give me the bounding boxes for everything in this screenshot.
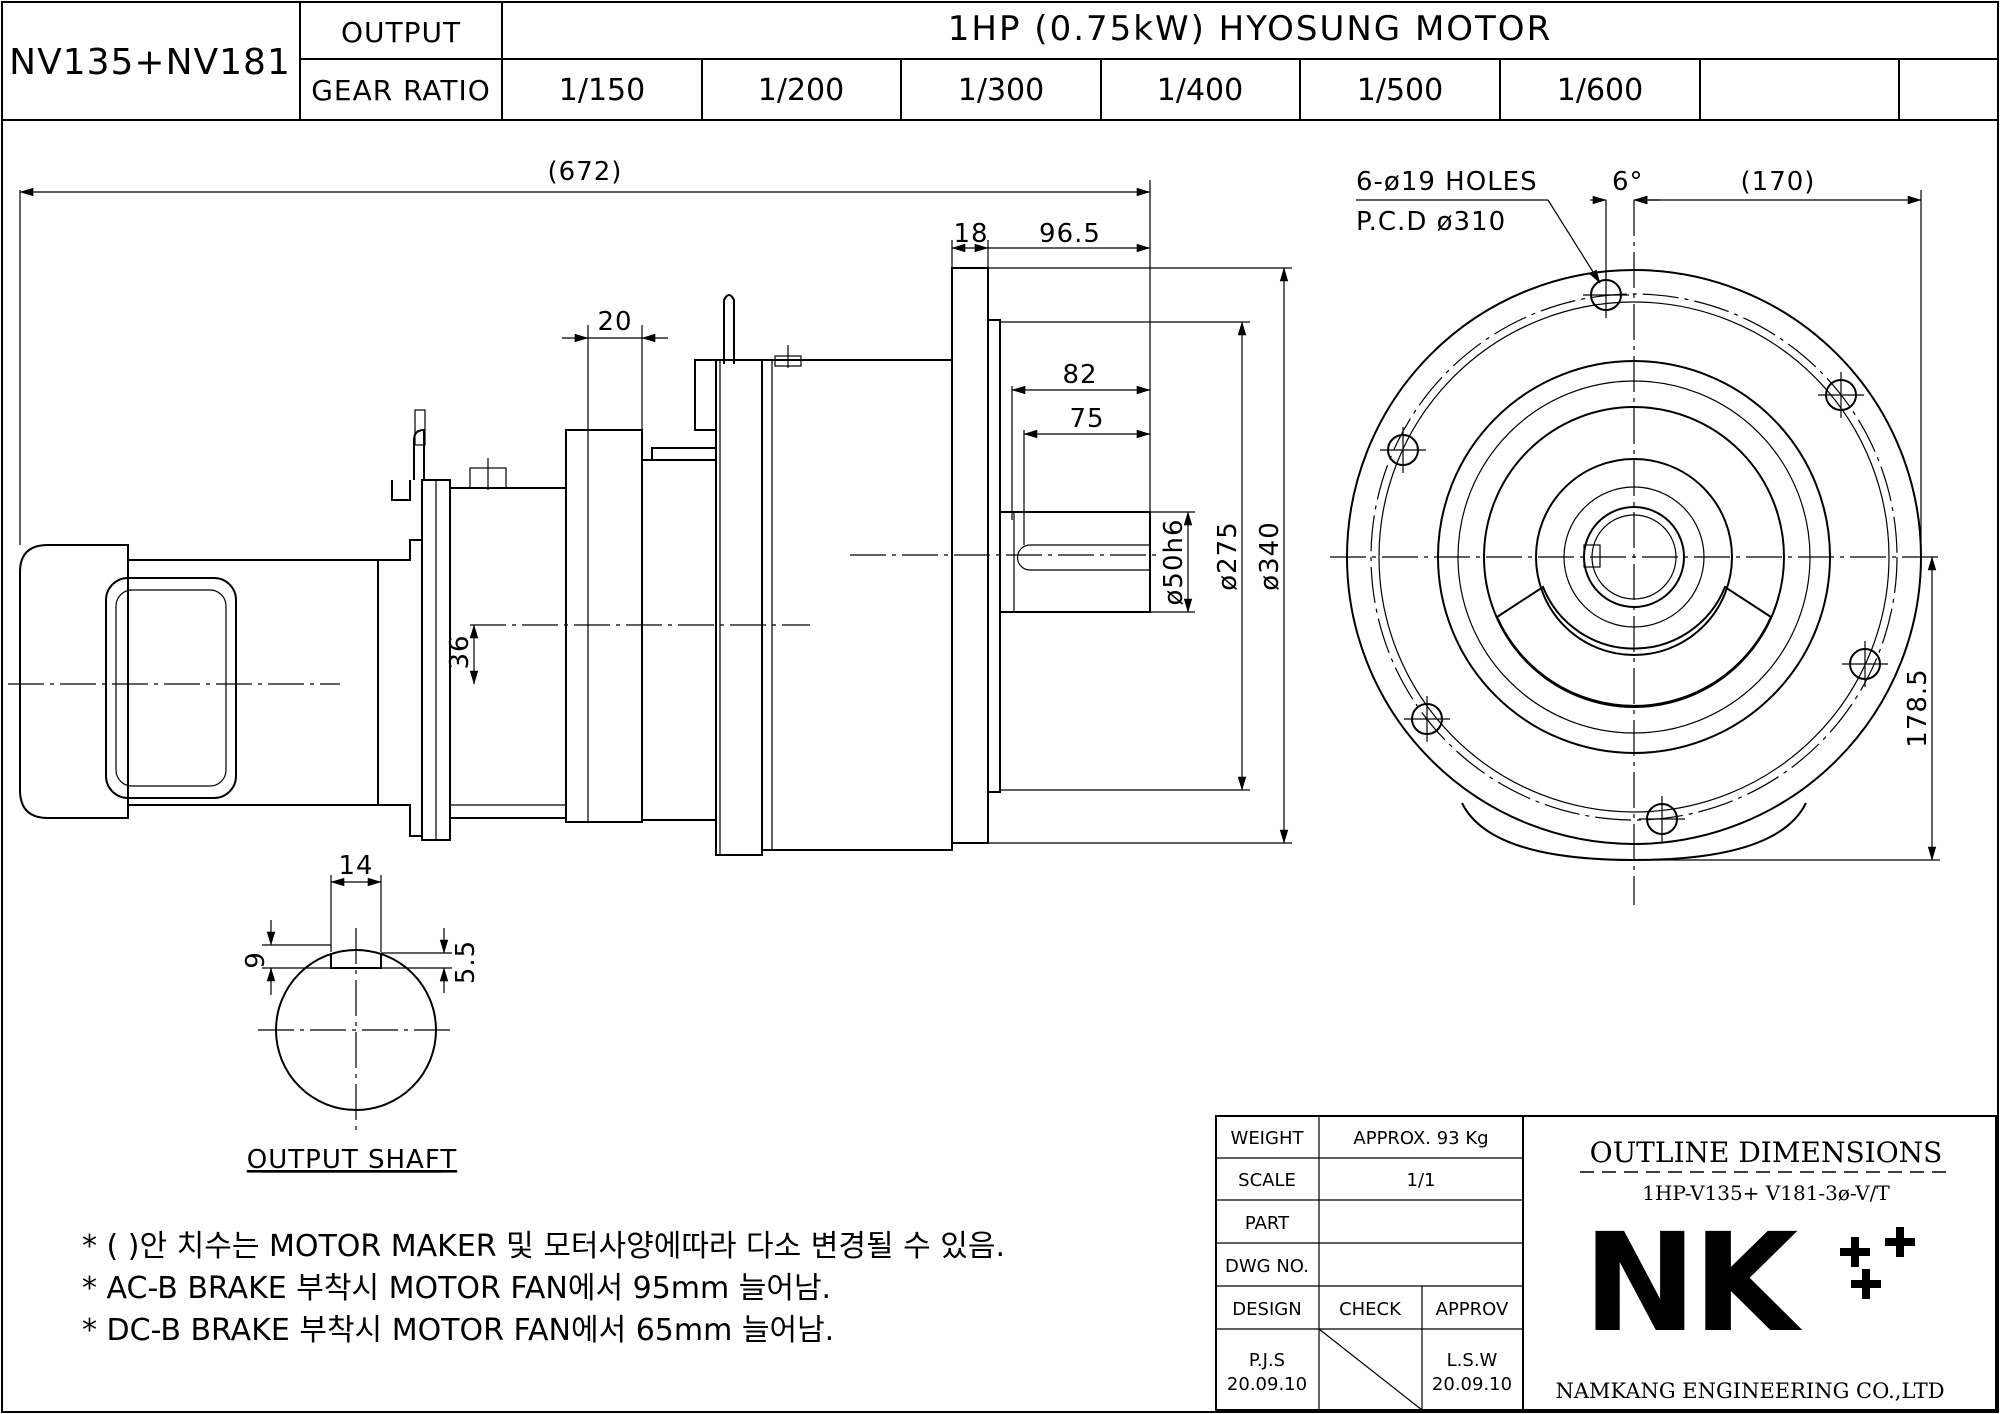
dimension-flange-diameter: ø340 xyxy=(988,267,1292,844)
svg-text:75: 75 xyxy=(1069,404,1104,434)
svg-text:ø50h6: ø50h6 xyxy=(1159,518,1189,605)
dimension-angle: 6° xyxy=(1590,167,1660,205)
gear-ratio-cell: 1/400 xyxy=(1157,73,1243,108)
svg-text:6°: 6° xyxy=(1612,167,1644,197)
dimension-key-82: 82 xyxy=(1011,360,1151,520)
design-label: DESIGN xyxy=(1232,1299,1301,1320)
dimension-key-75: 75 xyxy=(1023,404,1151,545)
dimension-key-width: 14 xyxy=(330,851,382,952)
svg-text:5.5: 5.5 xyxy=(451,940,481,984)
dimension-shaft-diameter: ø50h6 xyxy=(1150,511,1195,613)
svg-text:82: 82 xyxy=(1062,360,1097,390)
output-value: 1HP (0.75kW) HYOSUNG MOTOR xyxy=(948,9,1552,49)
shaft-detail-caption: OUTPUT SHAFT xyxy=(247,1145,457,1175)
motor-body xyxy=(128,559,379,806)
weight-value: APPROX. 93 Kg xyxy=(1353,1128,1488,1149)
gear-ratio-label: GEAR RATIO xyxy=(311,74,491,107)
spigot xyxy=(987,319,1001,793)
key-end xyxy=(1583,544,1601,568)
svg-text:P.C.D ø310: P.C.D ø310 xyxy=(1356,207,1506,237)
motor-fan-cover xyxy=(19,544,129,819)
dimension-flange-thickness: 18 xyxy=(951,219,989,268)
weight-label: WEIGHT xyxy=(1231,1128,1305,1149)
company-logo: NK xyxy=(1583,1205,1803,1363)
dimension-key-depth: 5.5 xyxy=(381,928,481,993)
dimension-spigot-diameter: ø275 xyxy=(1000,321,1250,791)
svg-text:(672): (672) xyxy=(548,157,623,187)
dimension-shaft-length: 96.5 xyxy=(988,219,1151,253)
logo-plus-marks xyxy=(1840,1227,1915,1299)
note-line: * ( )안 치수는 MOTOR MAKER 및 모터사양에따라 다소 변경될 … xyxy=(82,1229,1005,1264)
svg-text:178.5: 178.5 xyxy=(1903,668,1933,747)
note-line: * DC-B BRAKE 부착시 MOTOR FAN에서 65mm 늘어남. xyxy=(82,1313,834,1348)
part-label: PART xyxy=(1245,1213,1290,1234)
terminal-box xyxy=(105,577,237,799)
output-label: OUTPUT xyxy=(341,16,461,49)
approv-label: APPROV xyxy=(1436,1299,1509,1320)
intermediate-ring xyxy=(565,429,643,823)
approv-name: L.S.W xyxy=(1447,1350,1498,1371)
notes: * ( )안 치수는 MOTOR MAKER 및 모터사양에따라 다소 변경될 … xyxy=(82,1229,1005,1348)
dimension-ring-width: 20 xyxy=(562,307,668,430)
svg-text:(170): (170) xyxy=(1741,167,1816,197)
model-number: NV135+NV181 xyxy=(9,42,291,83)
dimension-width-170: (170) xyxy=(1633,167,1922,555)
design-name: P.J.S xyxy=(1249,1350,1285,1371)
title-block: WEIGHT APPROX. 93 Kg SCALE 1/1 PART DWG … xyxy=(1215,1115,1997,1411)
gear-ratio-cell: 1/600 xyxy=(1557,73,1643,108)
svg-text:20: 20 xyxy=(597,307,632,337)
check-label: CHECK xyxy=(1339,1299,1402,1320)
gear-housing-large xyxy=(641,459,717,821)
svg-text:6-ø19 HOLES: 6-ø19 HOLES xyxy=(1356,167,1538,197)
gear-ratio-cell: 1/300 xyxy=(958,73,1044,108)
shaft-keyway xyxy=(1016,544,1150,571)
svg-text:18: 18 xyxy=(953,219,988,249)
reducer-housing xyxy=(761,359,953,851)
scale-label: SCALE xyxy=(1238,1170,1296,1191)
dimension-key-height: 9 xyxy=(241,920,331,995)
approv-date: 20.09.10 xyxy=(1432,1374,1512,1395)
output-shaft xyxy=(999,511,1151,613)
scale-value: 1/1 xyxy=(1407,1170,1436,1191)
company-name: NAMKANG ENGINEERING CO.,LTD xyxy=(1555,1379,1944,1403)
bolt-holes xyxy=(1380,272,1888,842)
dimension-offset-36: 36 xyxy=(445,624,479,685)
dimension-height-178: 178.5 xyxy=(1634,556,1940,861)
housing-rib-window xyxy=(1495,585,1773,707)
svg-text:9: 9 xyxy=(241,951,271,969)
svg-text:36: 36 xyxy=(445,634,475,669)
holes-callout: 6-ø19 HOLES P.C.D ø310 xyxy=(1356,167,1601,284)
document-title: OUTLINE DIMENSIONS xyxy=(1590,1136,1943,1169)
gear-ratio-cell: 1/500 xyxy=(1357,73,1443,108)
front-view: 6-ø19 HOLES P.C.D ø310 6° (170) 178.5 xyxy=(1330,167,1940,905)
design-date: 20.09.10 xyxy=(1227,1374,1307,1395)
side-view: (672) 18 96.5 82 75 ø50h6 xyxy=(8,157,1292,856)
gear-ratio-cell: 1/200 xyxy=(758,73,844,108)
document-code: 1HP-V135+ V181-3ø-V/T xyxy=(1642,1181,1890,1205)
svg-text:14: 14 xyxy=(338,851,373,881)
gear-ratio-cell: 1/150 xyxy=(559,73,645,108)
dimension-overall: (672) xyxy=(19,157,1151,545)
svg-text:ø275: ø275 xyxy=(1213,521,1243,591)
shaft-section-detail: 14 9 5.5 OUTPUT SHAFT xyxy=(241,851,481,1175)
dwg-label: DWG NO. xyxy=(1225,1256,1309,1277)
svg-text:ø340: ø340 xyxy=(1255,521,1285,591)
note-line: * AC-B BRAKE 부착시 MOTOR FAN에서 95mm 늘어남. xyxy=(82,1271,831,1306)
svg-text:96.5: 96.5 xyxy=(1039,219,1101,249)
